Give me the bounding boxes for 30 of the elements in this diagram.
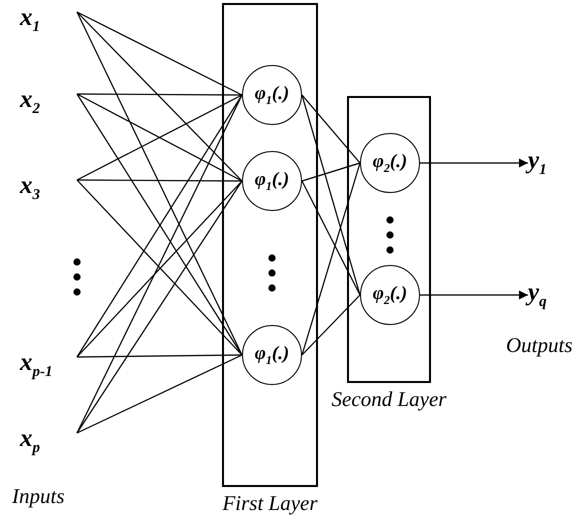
variable-label: y$_{1}$ xyxy=(528,147,547,174)
connection-line xyxy=(76,354,242,434)
section-label: Inputs xyxy=(12,484,64,509)
connection-line xyxy=(76,180,242,434)
connection-line xyxy=(302,162,360,182)
connection-line xyxy=(77,93,242,96)
connection-line xyxy=(77,354,242,358)
layer-label: First Layer xyxy=(222,491,318,516)
section-label: Outputs xyxy=(506,333,573,358)
connection-line xyxy=(302,294,360,356)
connection-line xyxy=(76,12,243,356)
activation-label: φ$_{1}$(.) xyxy=(254,168,290,194)
connection-line xyxy=(76,11,242,96)
layer-label: Second Layer xyxy=(332,387,446,412)
connection-line xyxy=(302,94,360,164)
connection-line xyxy=(301,94,361,296)
activation-label: φ$_{2}$(.) xyxy=(372,150,408,176)
arrow xyxy=(420,158,528,168)
connection-line xyxy=(301,162,361,356)
variable-label: x$_{2}$ xyxy=(20,86,40,113)
activation-label: φ$_{1}$(.) xyxy=(254,82,290,108)
variable-label: x$_{1}$ xyxy=(20,4,40,31)
connection-line xyxy=(76,94,243,434)
connection-line xyxy=(77,179,242,182)
activation-label: φ$_{2}$(.) xyxy=(372,282,408,308)
arrow xyxy=(420,290,528,300)
activation-label: φ$_{1}$(.) xyxy=(254,342,290,368)
variable-label: x$_{3}$ xyxy=(20,172,40,199)
connection-line xyxy=(301,180,361,296)
connection-line xyxy=(76,12,242,182)
